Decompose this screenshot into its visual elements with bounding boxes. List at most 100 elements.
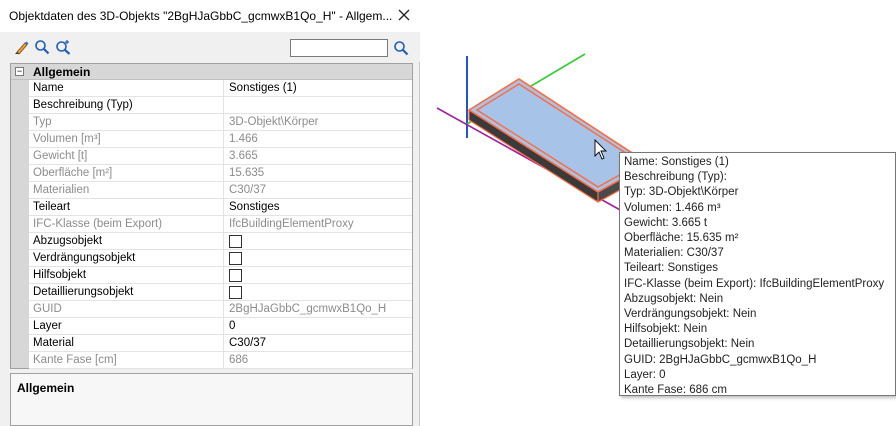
property-name: Volumen [m³] xyxy=(33,133,101,145)
property-row[interactable]: Layer 0 xyxy=(29,318,412,335)
property-row: GUID 2BgHJaGbbC_gcmwxB1Qo_H xyxy=(29,301,412,318)
property-grid: − Allgemein Name Sonstiges (1) Beschreib… xyxy=(10,63,413,369)
property-row[interactable]: Detaillierungsobjekt xyxy=(29,284,412,301)
property-value: IfcBuildingElementProxy xyxy=(229,218,354,230)
window-title: Objektdaten des 3D-Objekts "2BgHJaGbbC_g… xyxy=(9,9,393,23)
column-divider xyxy=(223,165,224,182)
property-row[interactable]: Verdrängungsobjekt xyxy=(29,250,412,267)
column-divider xyxy=(223,301,224,318)
tooltip-line: Gewicht: 3.665 t xyxy=(624,216,708,229)
property-value: 2BgHJaGbbC_gcmwxB1Qo_H xyxy=(229,303,387,315)
verdraengungsobjekt-checkbox[interactable] xyxy=(229,252,242,265)
column-divider xyxy=(223,148,224,165)
property-name: Detaillierungsobjekt xyxy=(33,286,134,298)
tooltip-line: Volumen: 1.466 m³ xyxy=(624,201,721,214)
tooltip-line: Materialien: C30/37 xyxy=(624,247,724,260)
abzugsobjekt-checkbox[interactable] xyxy=(229,235,242,248)
slab-front-face xyxy=(469,110,598,202)
tooltip-line: Name: Sonstiges (1) xyxy=(624,156,729,168)
property-name: Beschreibung (Typ) xyxy=(33,99,133,111)
tooltip-line: GUID: 2BgHJaGbbC_gcmwxB1Qo_H xyxy=(624,353,817,366)
search-input[interactable] xyxy=(290,39,388,57)
property-name: Verdrängungsobjekt xyxy=(33,252,136,264)
close-icon[interactable] xyxy=(396,7,412,23)
tooltip-line: Typ: 3D-Objekt\Körper xyxy=(624,186,739,199)
3d-viewport[interactable] xyxy=(421,0,896,426)
tooltip-line: Verdrängungsobjekt: Nein xyxy=(624,308,757,321)
property-value: 3D-Objekt\Körper xyxy=(229,116,319,128)
property-value: 686 xyxy=(229,354,249,366)
column-divider xyxy=(223,216,224,233)
column-divider xyxy=(223,335,224,352)
hilfsobjekt-checkbox[interactable] xyxy=(229,269,242,282)
property-row: Materialien C30/37 xyxy=(29,182,412,199)
column-divider xyxy=(223,199,224,216)
property-row: Typ 3D-Objekt\Körper xyxy=(29,114,412,131)
property-name: Material xyxy=(33,337,74,349)
property-name: Materialien xyxy=(33,184,90,196)
property-name: GUID xyxy=(33,303,62,315)
column-divider xyxy=(223,352,224,369)
property-row[interactable]: Name Sonstiges (1) xyxy=(29,80,412,97)
tooltip-line: Teileart: Sonstiges xyxy=(624,262,718,275)
property-row[interactable]: Abzugsobjekt xyxy=(29,233,412,250)
detaillierungsobjekt-checkbox[interactable] xyxy=(229,286,242,299)
object-tooltip: Name: Sonstiges (1) Beschreibung (Typ): … xyxy=(619,152,896,396)
property-value: C30/37 xyxy=(229,184,267,196)
property-name: Name xyxy=(33,82,64,94)
grid-gutter xyxy=(11,80,29,368)
collapse-icon[interactable]: − xyxy=(15,66,24,76)
property-name: Kante Fase [cm] xyxy=(33,354,117,366)
property-name: IFC-Klasse (beim Export) xyxy=(33,218,163,230)
3d-scene[interactable] xyxy=(421,0,896,426)
property-name: Teileart xyxy=(33,201,71,213)
category-label: Allgemein xyxy=(33,65,91,79)
category-row[interactable]: − Allgemein xyxy=(11,64,412,80)
column-divider xyxy=(223,250,224,267)
property-value[interactable]: Sonstiges (1) xyxy=(229,82,297,94)
property-value[interactable]: C30/37 xyxy=(229,337,267,349)
column-divider xyxy=(223,131,224,148)
tooltip-line: Hilfsobjekt: Nein xyxy=(624,323,708,336)
zoom-selection-icon[interactable] xyxy=(55,39,71,55)
tooltip-line: IFC-Klasse (beim Export): IfcBuildingEle… xyxy=(624,277,885,290)
title-bar: Objektdaten des 3D-Objekts "2BgHJaGbbC_g… xyxy=(0,0,420,32)
tooltip-line: Oberfläche: 15.635 m² xyxy=(624,232,739,245)
column-divider xyxy=(223,182,224,199)
description-title: Allgemein xyxy=(17,381,75,395)
property-name: Oberfläche [m²] xyxy=(33,167,113,179)
cursor-icon xyxy=(594,138,608,160)
property-row[interactable]: Beschreibung (Typ) xyxy=(29,97,412,114)
property-row: Gewicht [t] 3.665 xyxy=(29,148,412,165)
property-value[interactable]: 0 xyxy=(229,320,236,332)
tooltip-line: Detaillierungsobjekt: Nein xyxy=(624,338,755,351)
property-row: Oberfläche [m²] 15.635 xyxy=(29,165,412,182)
description-pane: Allgemein xyxy=(10,373,413,426)
tooltip-line: Beschreibung (Typ): xyxy=(624,171,727,184)
column-divider xyxy=(223,284,224,301)
tooltip-line: Abzugsobjekt: Nein xyxy=(624,292,724,305)
column-divider xyxy=(223,318,224,335)
property-row: Volumen [m³] 1.466 xyxy=(29,131,412,148)
property-name: Gewicht [t] xyxy=(33,150,88,162)
column-divider xyxy=(223,80,224,97)
zoom-icon[interactable] xyxy=(34,39,50,55)
property-row: Kante Fase [cm] 686 xyxy=(29,352,412,369)
column-divider xyxy=(223,97,224,114)
property-name: Hilfsobjekt xyxy=(33,269,87,281)
property-row: IFC-Klasse (beim Export) IfcBuildingElem… xyxy=(29,216,412,233)
tooltip-line: Layer: 0 xyxy=(624,368,666,381)
edit-icon[interactable] xyxy=(14,39,30,55)
property-value: 3.665 xyxy=(229,150,258,162)
property-name: Abzugsobjekt xyxy=(33,235,103,247)
property-row[interactable]: Hilfsobjekt xyxy=(29,267,412,284)
column-divider xyxy=(223,233,224,250)
column-divider xyxy=(223,267,224,284)
column-divider xyxy=(223,114,224,131)
property-value[interactable]: Sonstiges xyxy=(229,201,280,213)
property-row[interactable]: Material C30/37 xyxy=(29,335,412,352)
tooltip-line: Kante Fase: 686 cm xyxy=(624,384,727,397)
property-row[interactable]: Teileart Sonstiges xyxy=(29,199,412,216)
search-icon[interactable] xyxy=(393,40,409,56)
